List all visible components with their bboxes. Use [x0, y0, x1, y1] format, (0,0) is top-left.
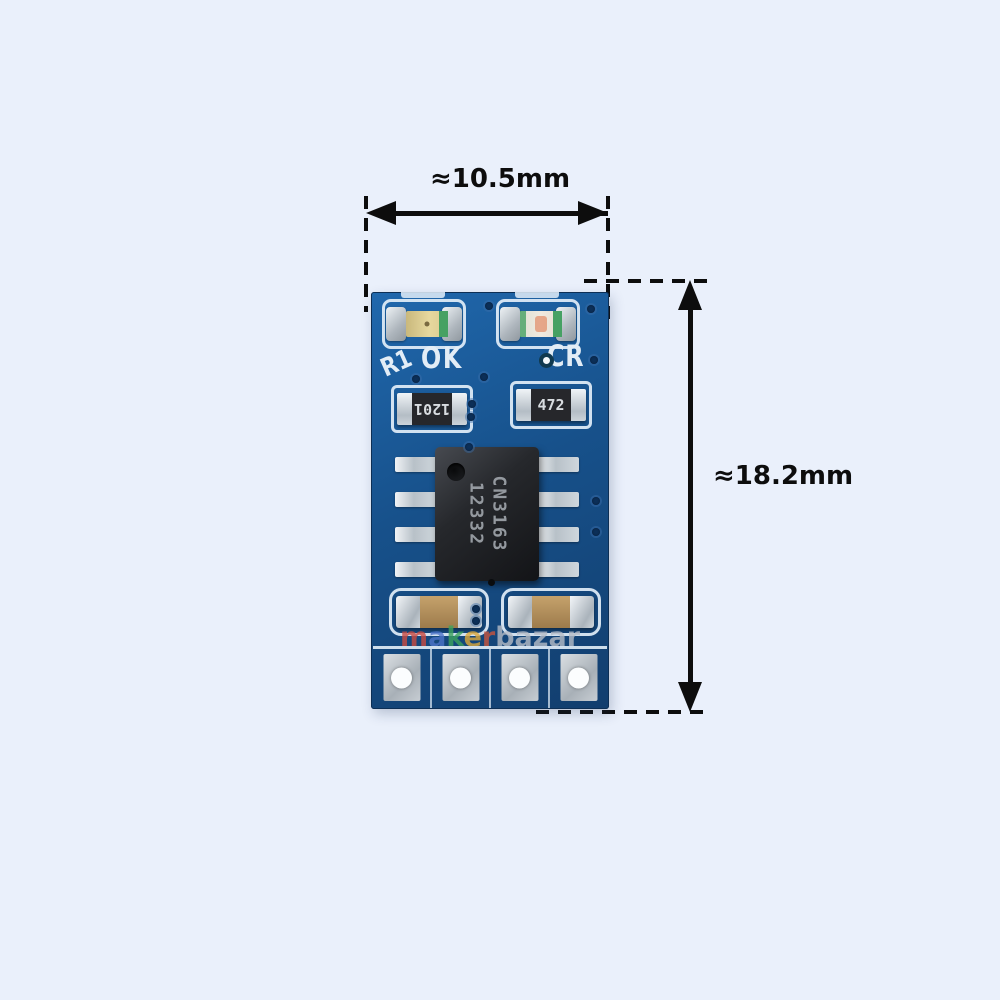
width-arrow-line — [392, 211, 608, 216]
solder-pad — [501, 654, 538, 701]
capacitor-right — [501, 588, 601, 636]
height-dimension-label: ≈18.2mm — [713, 461, 854, 491]
solder-joint — [500, 307, 520, 341]
silkscreen-fragment — [515, 292, 559, 298]
pcb-board: R1 OK CR 1201 472 — [371, 292, 609, 709]
pad-hole — [450, 667, 471, 688]
solder-pad — [560, 654, 597, 701]
solder-joint — [397, 393, 412, 425]
via — [465, 443, 473, 451]
via — [590, 356, 598, 364]
via — [412, 375, 420, 383]
via — [467, 413, 475, 421]
arrowhead-down-icon — [678, 682, 702, 712]
pad-hole — [391, 667, 412, 688]
led-body-ok — [406, 311, 448, 337]
chip-marking-line2: 12332 — [465, 481, 486, 547]
resistor-marking-left: 1201 — [413, 400, 451, 418]
pad-hole — [509, 667, 530, 688]
via — [592, 497, 600, 505]
via — [587, 305, 595, 313]
solder-joint — [396, 596, 420, 628]
pad-cell — [548, 649, 607, 708]
extension-line-right — [606, 196, 610, 322]
solder-pad — [383, 654, 420, 701]
extension-line-bottom — [536, 710, 712, 714]
pad-hole — [568, 667, 589, 688]
chip-pin — [537, 562, 579, 577]
solder-pad — [442, 654, 479, 701]
chip-pin — [395, 457, 437, 472]
arrowhead-right-icon — [578, 201, 608, 225]
solder-joint — [508, 596, 532, 628]
test-point — [539, 353, 554, 368]
chip-pin — [395, 492, 437, 507]
resistor-right: 472 — [510, 381, 592, 429]
pad-cell — [373, 649, 430, 708]
silkscreen-label-r1: R1 — [376, 343, 417, 383]
arrowhead-up-icon — [678, 280, 702, 310]
solder-joint — [386, 307, 406, 341]
solder-pads-row — [373, 646, 607, 708]
chip-pin — [395, 527, 437, 542]
via — [480, 373, 488, 381]
solder-joint — [570, 596, 594, 628]
resistor-marking-right: 472 — [537, 396, 565, 414]
height-arrow-line — [688, 300, 693, 690]
solder-joint — [516, 389, 531, 421]
extension-line-left — [364, 196, 368, 312]
capacitor-left — [389, 588, 489, 636]
via — [472, 605, 480, 613]
chip-pin — [537, 527, 579, 542]
fiducial-dot — [488, 579, 495, 586]
chip-pin — [537, 492, 579, 507]
via — [472, 617, 480, 625]
chip-marking-line1: CN3163 — [488, 475, 510, 553]
arrowhead-left-icon — [366, 201, 396, 225]
width-dimension-label: ≈10.5mm — [429, 164, 571, 194]
led-charge — [496, 299, 580, 349]
led-ok — [382, 299, 466, 349]
solder-joint — [571, 389, 586, 421]
ic-chip: CN3163 12332 — [435, 447, 539, 581]
via — [592, 528, 600, 536]
via — [468, 400, 476, 408]
extension-line-top — [584, 279, 712, 283]
pad-cell — [430, 649, 489, 708]
silkscreen-label-ok: OK — [421, 341, 463, 375]
chip-pin — [537, 457, 579, 472]
via — [485, 302, 493, 310]
solder-joint — [452, 393, 467, 425]
silkscreen-fragment — [401, 292, 445, 298]
resistor-left: 1201 — [391, 385, 473, 433]
pin1-indicator-dot — [447, 463, 465, 481]
pad-cell — [489, 649, 548, 708]
led-body-charge — [520, 311, 562, 337]
chip-pin — [395, 562, 437, 577]
